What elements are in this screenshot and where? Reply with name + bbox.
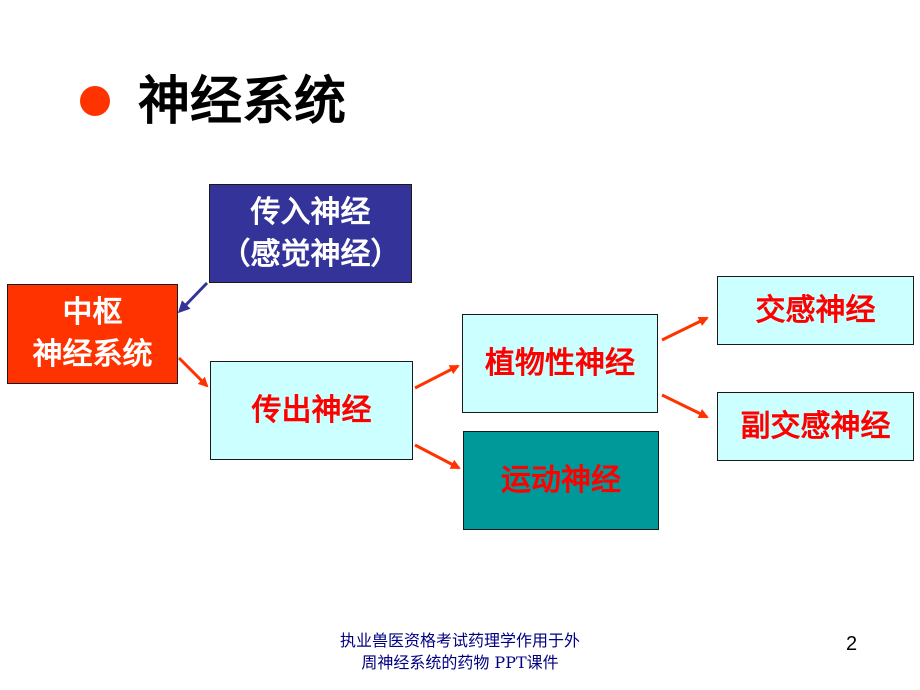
arrow-central-to-efferent (177, 356, 209, 388)
node-parasympathetic-nerve: 副交感神经 (717, 392, 914, 461)
node-afferent-line2: （感觉神经） (220, 236, 401, 272)
arrow-afferent-to-central (177, 281, 209, 314)
arrow-efferent-to-autonomic (414, 364, 460, 390)
node-autonomic-nerve: 植物性神经 (462, 314, 658, 413)
node-parasympathetic-label: 副交感神经 (740, 408, 891, 444)
node-central-nervous-system: 中枢 神经系统 (7, 284, 178, 384)
slide-title: 神经系统 (138, 72, 347, 132)
footer-line2: 周神经系统的药物 PPT课件 (361, 653, 559, 672)
node-sympathetic-label: 交感神经 (755, 292, 876, 328)
node-motor-label: 运动神经 (501, 462, 621, 498)
node-afferent-nerve: 传入神经 （感觉神经） (209, 184, 412, 283)
node-sympathetic-nerve: 交感神经 (717, 276, 914, 345)
footer-line1: 执业兽医资格考试药理学作用于外 (339, 631, 580, 650)
node-efferent-nerve: 传出神经 (210, 361, 413, 460)
page-number: 2 (846, 633, 858, 655)
arrow-autonomic-to-parasympathetic (661, 393, 709, 419)
arrow-autonomic-to-sympathetic (661, 316, 709, 342)
slide-footer: 执业兽医资格考试药理学作用于外 周神经系统的药物 PPT课件 (290, 630, 630, 674)
arrow-efferent-to-motor (414, 443, 461, 470)
node-efferent-label: 传出神经 (251, 392, 372, 428)
node-autonomic-label: 植物性神经 (485, 345, 635, 381)
node-afferent-line1: 传入神经 (250, 194, 371, 230)
title-bullet-icon (80, 86, 110, 116)
node-central-line2: 神经系统 (32, 337, 153, 372)
node-central-line1: 中枢 (62, 295, 123, 330)
node-motor-nerve: 运动神经 (463, 431, 659, 530)
